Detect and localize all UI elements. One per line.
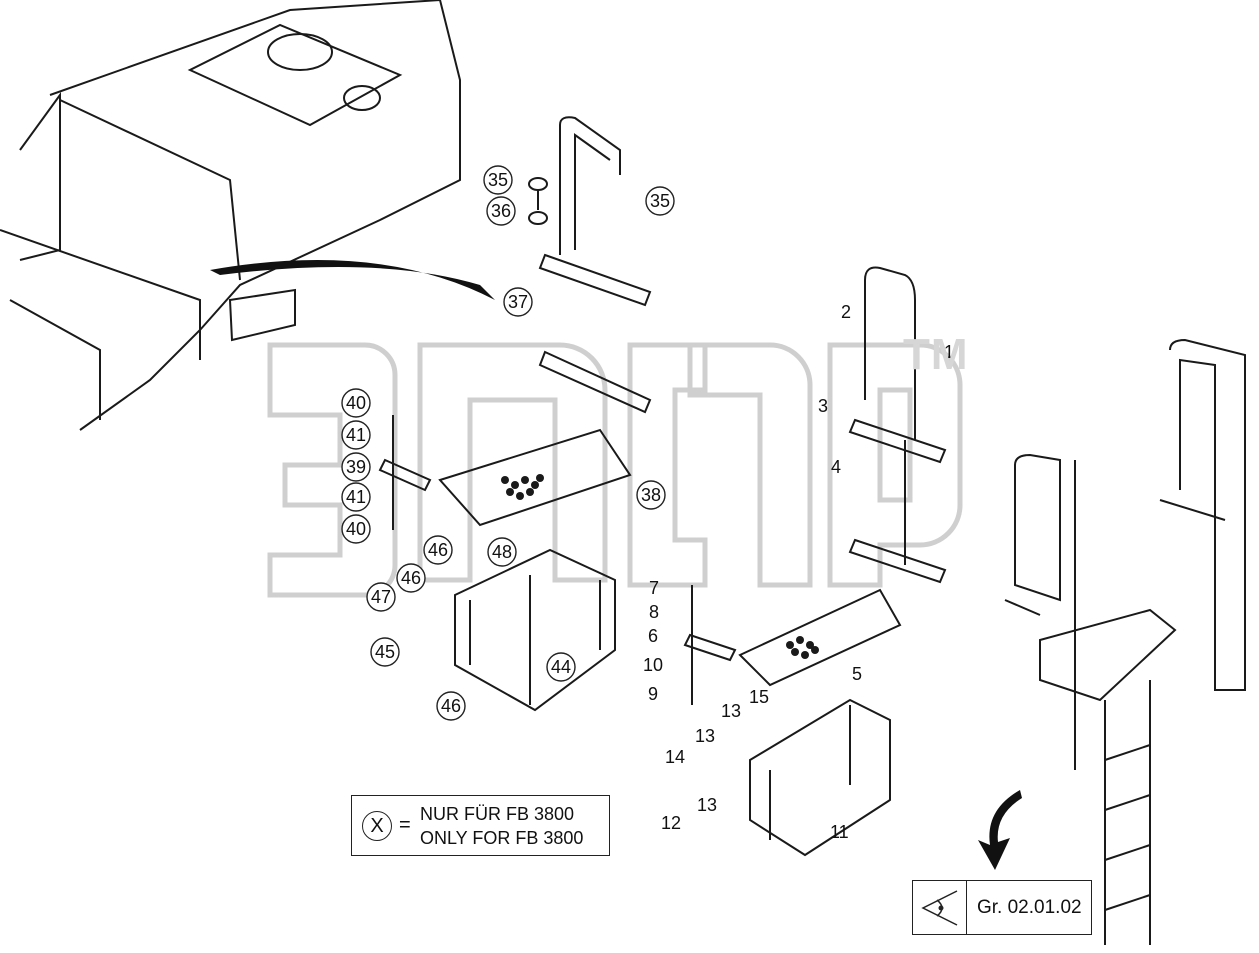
svg-text:36: 36 <box>491 201 511 221</box>
right-grille <box>786 636 819 659</box>
svg-text:38: 38 <box>641 485 661 505</box>
svg-text:39: 39 <box>346 457 366 477</box>
svg-text:41: 41 <box>346 487 366 507</box>
label-10: 10 <box>643 655 663 675</box>
svg-text:45: 45 <box>375 642 395 662</box>
svg-text:35: 35 <box>488 170 508 190</box>
label-3: 3 <box>818 396 828 416</box>
legend-symbol: X <box>362 811 392 841</box>
legend-line-en: ONLY FOR FB 3800 <box>420 828 584 848</box>
callout-44: 44 <box>546 652 576 682</box>
upper-handrail-drawing <box>538 116 652 414</box>
callout-46-b: 46 <box>396 563 426 593</box>
callout-38: 37 <box>503 287 533 317</box>
legend-line-de: NUR FÜR FB 3800 <box>420 804 575 824</box>
svg-text:37: 37 <box>508 292 528 312</box>
label-12: 12 <box>661 813 681 833</box>
callout-36: 35 <box>483 165 513 195</box>
svg-text:47: 47 <box>371 587 391 607</box>
label-13-b: 13 <box>695 726 715 746</box>
watermark-logo <box>267 342 963 598</box>
trademark-watermark: TM <box>903 330 969 379</box>
group-reference-text: Gr. 02.01.02 <box>977 897 1082 918</box>
right-tray-assembly <box>683 585 902 857</box>
svg-text:41: 41 <box>346 425 366 445</box>
label-8: 8 <box>649 602 659 622</box>
callout-39: 38 <box>636 480 666 510</box>
callout-45: 45 <box>370 637 400 667</box>
eye-view-icon <box>921 881 967 934</box>
group-reference-box[interactable]: Gr. 02.01.02 <box>912 880 1092 935</box>
label-6: 6 <box>648 626 658 646</box>
legend-box: X = NUR FÜR FB 3800 ONLY FOR FB 3800 <box>351 795 610 856</box>
callout-46-a: 46 <box>423 535 453 565</box>
ladder-platform-drawing <box>1004 338 1246 945</box>
machine-frame-drawing <box>0 0 461 431</box>
label-13-c: 13 <box>697 795 717 815</box>
left-tray-assembly <box>378 415 632 712</box>
svg-text:46: 46 <box>401 568 421 588</box>
svg-text:35: 35 <box>650 191 670 211</box>
label-13-a: 13 <box>721 701 741 721</box>
svg-text:46: 46 <box>428 540 448 560</box>
label-15: 15 <box>749 687 769 707</box>
label-14: 14 <box>665 747 685 767</box>
label-5: 5 <box>852 664 862 684</box>
left-grille <box>501 474 544 500</box>
view-direction-arrow <box>978 790 1022 870</box>
callout-48: 48 <box>487 537 517 567</box>
label-9: 9 <box>648 684 658 704</box>
svg-text:40: 40 <box>346 519 366 539</box>
right-handrail-drawing <box>848 266 947 584</box>
callout-42-top: 41 <box>341 420 371 450</box>
callout-47: 47 <box>366 582 396 612</box>
callout-37: 36 <box>486 196 516 226</box>
callout-35: 35 <box>645 186 675 216</box>
svg-text:44: 44 <box>551 657 571 677</box>
callout-42-bottom: 41 <box>341 482 371 512</box>
label-4: 4 <box>831 457 841 477</box>
label-7: 7 <box>649 578 659 598</box>
label-1: 1 <box>944 342 954 362</box>
bolt-stack-36-37 <box>528 177 548 225</box>
callout-40: 39 <box>341 452 371 482</box>
label-11: 11 <box>830 822 849 842</box>
svg-text:40: 40 <box>346 393 366 413</box>
callout-41-top: 40 <box>341 388 371 418</box>
svg-text:48: 48 <box>492 542 512 562</box>
label-2: 2 <box>841 302 851 322</box>
callout-41-bottom: 40 <box>341 514 371 544</box>
svg-text:46: 46 <box>441 696 461 716</box>
legend-equals: = <box>399 814 411 836</box>
callout-46-c: 46 <box>436 691 466 721</box>
